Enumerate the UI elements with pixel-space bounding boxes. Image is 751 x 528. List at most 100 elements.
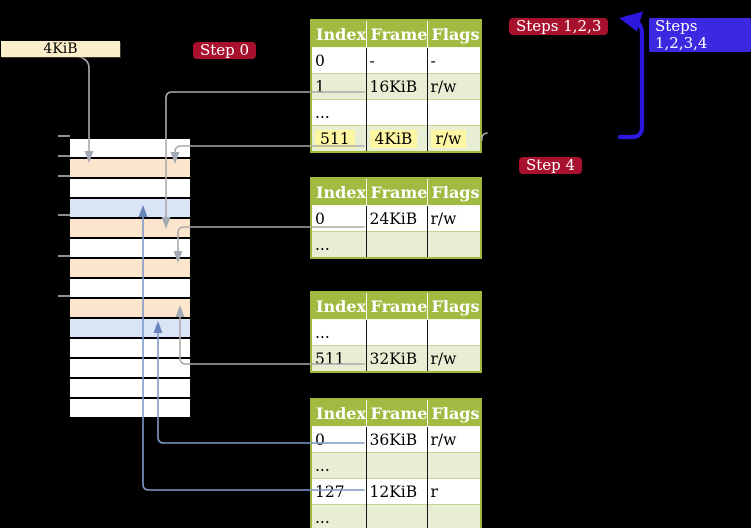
column-header: Frame: [366, 292, 428, 320]
column-header: Flags: [427, 178, 481, 206]
memory-frame-row-blue: [70, 317, 190, 337]
cell-flags: [427, 99, 481, 126]
cell-index: 511: [311, 345, 367, 372]
highlighted-value: 4KiB: [369, 129, 418, 148]
step0-label: Step 0: [193, 42, 257, 59]
column-header: Frame: [366, 178, 428, 206]
cell-frame: [366, 99, 428, 126]
column-header: Flags: [427, 20, 481, 48]
step4-label: Step 4: [519, 157, 583, 174]
steps1234-label: Steps 1,2,3,4: [649, 18, 751, 52]
cell-flags: r/w: [427, 345, 481, 372]
tlb-shortcut-arrow: [617, 18, 645, 140]
memory-frame-row-white: [70, 357, 190, 377]
cell-flags: -: [427, 47, 481, 74]
table-row: ...: [311, 504, 481, 528]
cell-index: ...: [311, 504, 367, 528]
cell-index: 0: [311, 205, 367, 232]
address-tick: [58, 255, 70, 257]
table-row: ...: [311, 452, 481, 479]
cell-index: ...: [311, 319, 367, 346]
cell-frame: 16KiB: [366, 73, 428, 100]
cell-frame: 24KiB: [366, 205, 428, 232]
cell-frame: 12KiB: [366, 478, 428, 505]
cell-index: ...: [311, 452, 367, 479]
highlighted-value: r/w: [430, 129, 467, 148]
column-header: Index: [311, 399, 367, 427]
memory-frame-row-white: [70, 177, 190, 197]
cell-flags: [427, 319, 481, 346]
table-row: ...: [311, 319, 481, 346]
memory-frame-row-blue: [70, 197, 190, 217]
memory-frame-row-orange: [70, 297, 190, 317]
memory-frame-row-white: [70, 377, 190, 397]
address-tick: [58, 214, 70, 216]
cell-frame: [366, 504, 428, 528]
cell-frame: [366, 452, 428, 479]
cell-index: 127: [311, 478, 367, 505]
tlb-shortcut-arrowhead: [619, 11, 643, 32]
cell-frame: -: [366, 47, 428, 74]
table-row: 0--: [311, 47, 481, 74]
cell-index: ...: [311, 231, 367, 258]
cell-flags: [427, 504, 481, 528]
memory-frame-row-orange: [70, 217, 190, 237]
address-tick: [58, 155, 70, 157]
cell-index: 0: [311, 47, 367, 74]
memory-frame-row-white: [70, 397, 190, 417]
cell-flags: r/w: [427, 125, 481, 152]
cell-index: 1: [311, 73, 367, 100]
column-header: Flags: [427, 399, 481, 427]
column-header: Flags: [427, 292, 481, 320]
pointer-stub-at-pt1-entry511: [481, 132, 488, 141]
cell-index: 511: [311, 125, 367, 152]
address-tick: [58, 135, 70, 137]
frame-size-label: 4KiB: [1, 41, 120, 57]
column-header: Frame: [366, 20, 428, 48]
cell-frame: [366, 319, 428, 346]
steps123-label: Steps 1,2,3: [509, 18, 609, 35]
table-row: ...: [311, 99, 481, 126]
column-header: Index: [311, 292, 367, 320]
cell-flags: r/w: [427, 73, 481, 100]
cell-index: 0: [311, 426, 367, 453]
address-tick: [58, 175, 70, 177]
cell-frame: 4KiB: [366, 125, 428, 152]
cell-flags: r/w: [427, 205, 481, 232]
physical-memory-strip: [70, 137, 190, 418]
memory-frame-row-white: [70, 237, 190, 257]
memory-frame-row-white: [70, 337, 190, 357]
cell-flags: [427, 231, 481, 258]
memory-frame-row-white: [70, 137, 190, 157]
column-header: Index: [311, 178, 367, 206]
cell-frame: 32KiB: [366, 345, 428, 372]
cell-frame: [366, 231, 428, 258]
cell-flags: [427, 452, 481, 479]
column-header: Frame: [366, 399, 428, 427]
memory-frame-row-orange: [70, 257, 190, 277]
memory-frame-row-orange: [70, 157, 190, 177]
cell-index: ...: [311, 99, 367, 126]
cell-frame: 36KiB: [366, 426, 428, 453]
cell-flags: r/w: [427, 426, 481, 453]
memory-frame-row-white: [70, 277, 190, 297]
cell-flags: r: [427, 478, 481, 505]
highlighted-value: 511: [315, 129, 355, 148]
column-header: Index: [311, 20, 367, 48]
table-row: ...: [311, 231, 481, 258]
table-row: 511 4KiB r/w: [311, 125, 481, 152]
